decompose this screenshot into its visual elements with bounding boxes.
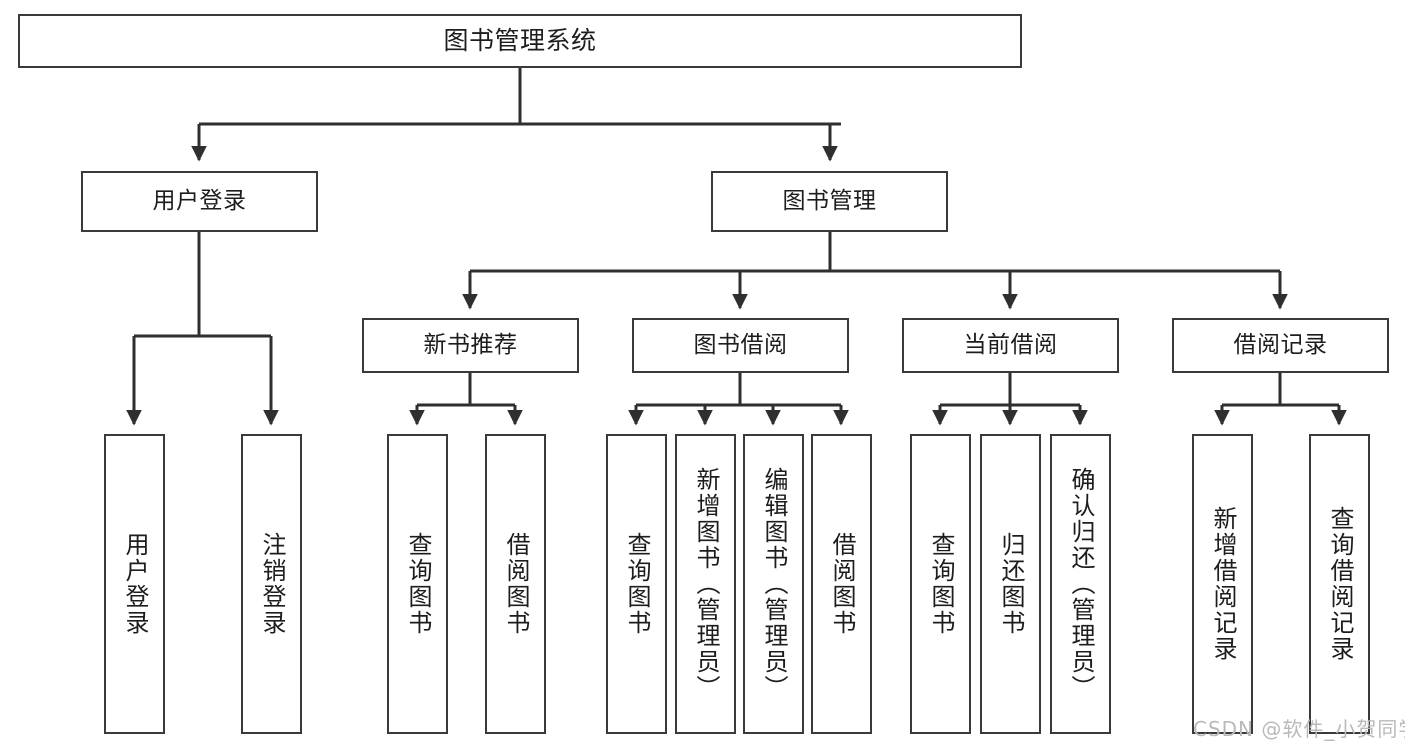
- leaf-query-book-recommend[interactable]: 查询图书: [387, 434, 448, 734]
- node-label: 图书管理: [782, 187, 877, 214]
- node-label: 图书借阅: [693, 331, 788, 358]
- node-label: 用户登录: [152, 187, 247, 214]
- node-label: 确认归还（管理员）: [1066, 467, 1095, 701]
- node-borrow-record[interactable]: 借阅记录: [1172, 318, 1389, 373]
- node-label: 注销登录: [257, 532, 286, 636]
- node-label: 图书管理系统: [443, 26, 597, 56]
- watermark-text: CSDN @软件_小贺同学: [1193, 717, 1405, 741]
- node-label: 归还图书: [996, 532, 1025, 636]
- node-root-system[interactable]: 图书管理系统: [18, 14, 1022, 68]
- node-label: 借阅记录: [1233, 331, 1328, 358]
- leaf-borrow-book[interactable]: 借阅图书: [811, 434, 872, 734]
- leaf-return-book[interactable]: 归还图书: [980, 434, 1041, 734]
- node-new-book-recommend[interactable]: 新书推荐: [362, 318, 579, 373]
- node-label: 查询借阅记录: [1325, 506, 1354, 662]
- node-label: 用户登录: [120, 532, 149, 636]
- node-label: 借阅图书: [501, 532, 530, 636]
- node-label: 借阅图书: [827, 532, 856, 636]
- node-book-borrow[interactable]: 图书借阅: [632, 318, 849, 373]
- node-label: 新增借阅记录: [1208, 506, 1237, 662]
- node-label: 编辑图书（管理员）: [759, 467, 788, 701]
- leaf-add-book-admin[interactable]: 新增图书（管理员）: [675, 434, 736, 734]
- leaf-add-borrow-record[interactable]: 新增借阅记录: [1192, 434, 1253, 734]
- leaf-query-borrow-record[interactable]: 查询借阅记录: [1309, 434, 1370, 734]
- node-label: 查询图书: [622, 532, 651, 636]
- node-current-borrow[interactable]: 当前借阅: [902, 318, 1119, 373]
- node-label: 当前借阅: [963, 331, 1058, 358]
- node-book-management[interactable]: 图书管理: [711, 171, 948, 232]
- leaf-confirm-return-admin[interactable]: 确认归还（管理员）: [1050, 434, 1111, 734]
- leaf-query-book-borrow[interactable]: 查询图书: [606, 434, 667, 734]
- leaf-borrow-book-recommend[interactable]: 借阅图书: [485, 434, 546, 734]
- node-user-login[interactable]: 用户登录: [81, 171, 318, 232]
- node-label: 查询图书: [403, 532, 432, 636]
- node-label: 查询图书: [926, 532, 955, 636]
- node-label: 新书推荐: [423, 331, 518, 358]
- leaf-logout[interactable]: 注销登录: [241, 434, 302, 734]
- node-label: 新增图书（管理员）: [691, 467, 720, 701]
- leaf-query-book-current[interactable]: 查询图书: [910, 434, 971, 734]
- leaf-edit-book-admin[interactable]: 编辑图书（管理员）: [743, 434, 804, 734]
- leaf-user-login[interactable]: 用户登录: [104, 434, 165, 734]
